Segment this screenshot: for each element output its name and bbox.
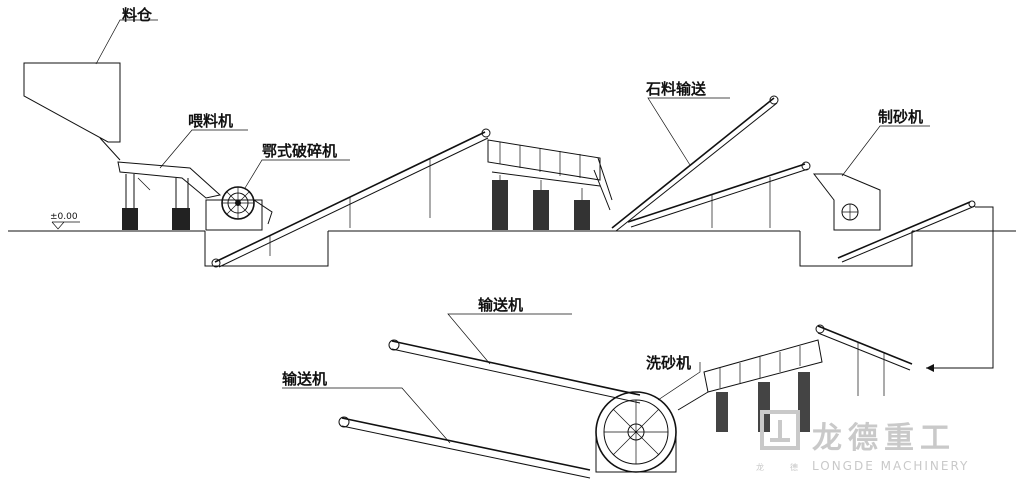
conveyor-lower-label: 输送机 [282,370,327,388]
vibrating-screen-1 [487,139,613,230]
datum-label: ±0.00 [50,212,78,222]
ground-line [8,230,1016,267]
conveyor-4 [815,324,913,396]
feeder-label: 喂料机 [188,112,233,130]
watermark-brand-cn: 龙德重工 [812,421,956,456]
feeder: 喂料机 [117,112,248,230]
conveyor-3 [837,200,976,263]
conveyor-upper-label: 输送机 [478,296,523,314]
stone-conveyor: 石料输送 [611,80,779,232]
sand-maker-label: 制砂机 [878,108,923,126]
jaw-crusher-label: 鄂式破碎机 [262,142,337,160]
sand-washer: 洗砂机 [595,354,701,473]
silo-label: 料仓 [122,6,153,24]
conveyor-lower: 输送机 [282,370,591,479]
sand-washer-label: 洗砂机 [646,354,691,372]
datum-marker: ±0.00 [50,212,80,230]
jaw-crusher: 鄂式破碎机 [205,142,350,231]
watermark-small-1: 龙 [756,462,764,472]
stone-conveyor-label: 石料输送 [645,80,707,98]
conveyor-2 [627,161,811,228]
conveyor-upper: 输送机 [388,296,641,404]
watermark-small-2: 德 [790,462,798,472]
flow-arrow [926,206,994,372]
conveyor-1 [211,128,491,268]
vibrating-screen-2 [677,339,823,432]
silo: 料仓 [23,6,158,161]
sand-maker: 制砂机 [812,108,930,231]
watermark-brand-en: LONGDE MACHINERY [812,459,969,473]
watermark: 龙德重工 LONGDE MACHINERY 龙 德 [756,410,969,473]
